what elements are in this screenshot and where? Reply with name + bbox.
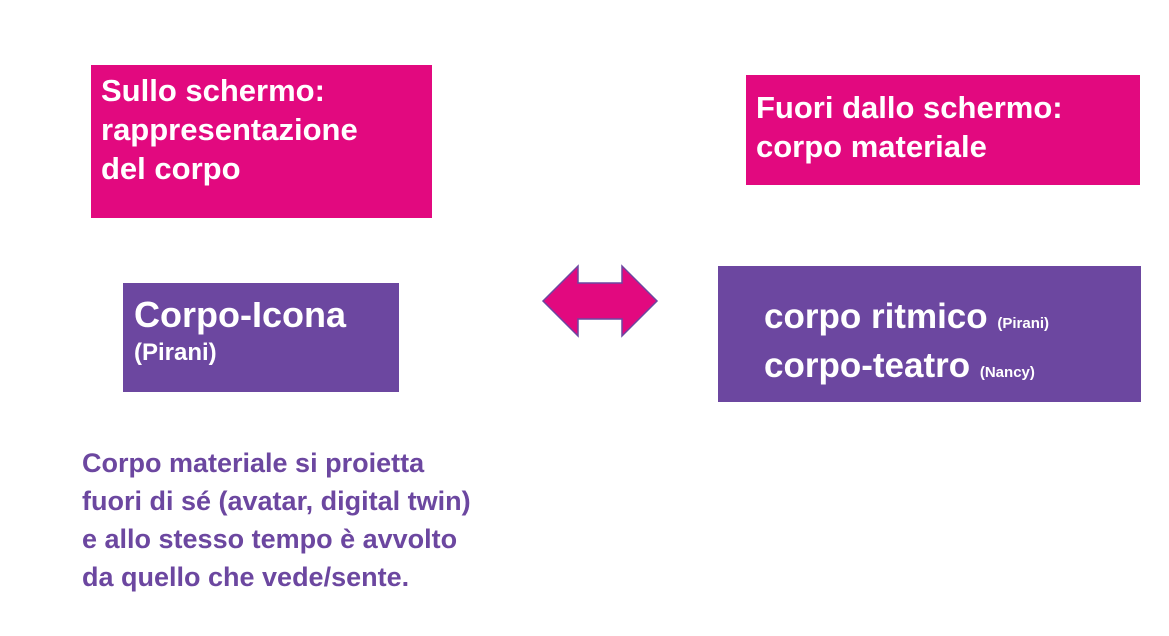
- corpo-ritmico-citation: (Pirani): [997, 315, 1050, 332]
- offscreen-line-1: Fuori dallo schermo:: [756, 90, 1063, 125]
- onscreen-representation-box: Sullo schermo: rappresentazione del corp…: [91, 65, 432, 218]
- corpo-teatro-term: corpo-teatro: [764, 346, 971, 385]
- onscreen-line-2: rappresentazione: [101, 112, 358, 147]
- caption-line-2: fuori di sé (avatar, digital twin): [82, 486, 471, 516]
- corpo-teatro-citation: (Nancy): [979, 364, 1035, 381]
- offscreen-line-2: corpo materiale: [756, 129, 987, 164]
- corpo-ritmico-teatro-box: corpo ritmico (Pirani) corpo-teatro (Nan…: [718, 266, 1141, 402]
- onscreen-line-1: Sullo schermo:: [101, 73, 325, 108]
- onscreen-line-3: del corpo: [101, 151, 241, 186]
- caption-line-4: da quello che vede/sente.: [82, 562, 410, 592]
- corpo-icona-title: Corpo-Icona: [134, 294, 346, 335]
- corpo-icona-citation: (Pirani): [134, 339, 217, 366]
- teatro-line: corpo-teatro (Nancy): [764, 345, 1141, 394]
- caption-text: Corpo materiale si proietta fuori di sé …: [82, 444, 542, 596]
- caption-line-1: Corpo materiale si proietta: [82, 448, 425, 478]
- ritmico-line: corpo ritmico (Pirani): [764, 296, 1141, 345]
- corpo-icona-box: Corpo-Icona (Pirani): [123, 283, 399, 392]
- offscreen-material-body-box: Fuori dallo schermo: corpo materiale: [746, 75, 1140, 185]
- double-headed-arrow-icon: [541, 264, 659, 338]
- caption-line-3: e allo stesso tempo è avvolto: [82, 524, 458, 554]
- corpo-ritmico-term: corpo ritmico: [764, 297, 988, 336]
